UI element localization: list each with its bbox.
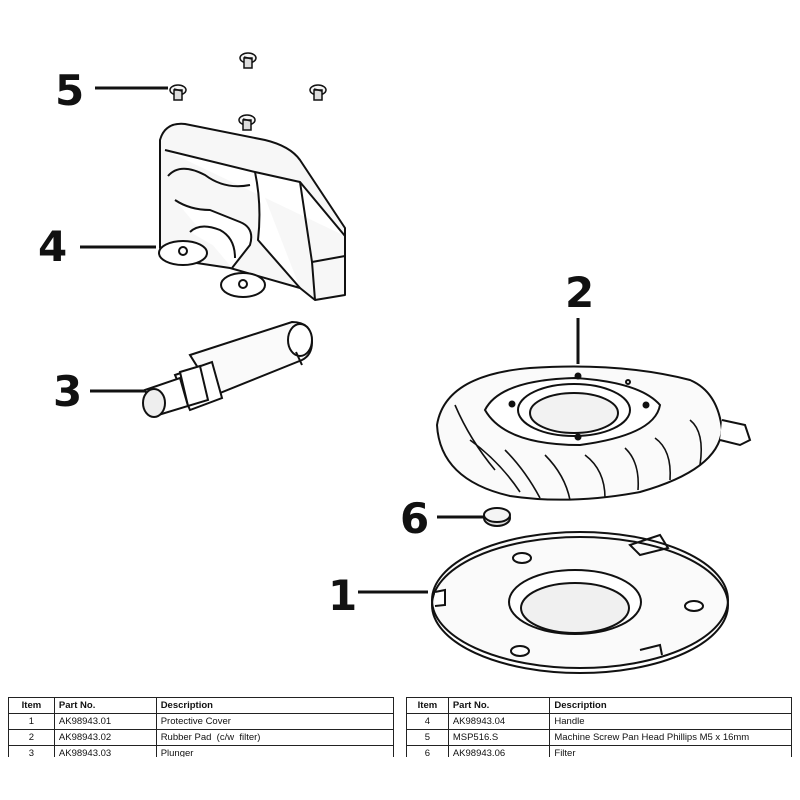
cell-item: 6: [406, 745, 449, 757]
parts-table-right: Item Part No. Description 4 AK98943.04 H…: [406, 697, 792, 757]
cell-description: Machine Screw Pan Head Phillips M5 x 16m…: [549, 729, 792, 746]
screw-icon: [309, 84, 327, 101]
column-header-description: Description: [549, 697, 792, 714]
rubber-pad-part: [435, 365, 752, 501]
table-header-row: Item Part No. Description: [406, 697, 792, 714]
table-row: 5 MSP516.S Machine Screw Pan Head Philli…: [406, 729, 792, 746]
screw-icon: [169, 84, 187, 101]
callout-5: 5: [55, 66, 85, 115]
table-row: 1 AK98943.01 Protective Cover: [8, 713, 395, 730]
table-row: 3 AK98943.03 Plunger: [8, 745, 395, 757]
cell-item: 5: [406, 729, 449, 746]
cell-part-no: AK98943.04: [447, 713, 551, 730]
cell-part-no: AK98943.06: [447, 745, 551, 757]
cell-part-no: AK98943.03: [53, 745, 157, 757]
cell-part-no: AK98943.02: [53, 729, 157, 746]
parts-tables: Item Part No. Description 1 AK98943.01 P…: [0, 697, 800, 757]
column-header-item: Item: [406, 697, 449, 714]
cell-item: 4: [406, 713, 449, 730]
screw-group: [169, 52, 327, 131]
cell-part-no: MSP516.S: [447, 729, 551, 746]
plunger-part: [142, 320, 314, 418]
filter-part: [483, 507, 511, 527]
leader-lines: [80, 86, 580, 594]
callout-4: 4: [38, 222, 68, 271]
exploded-diagram: [80, 52, 752, 674]
handle-part: [158, 122, 346, 301]
table-row: 2 AK98943.02 Rubber Pad (c/w filter): [8, 729, 395, 746]
cell-description: Filter: [549, 745, 792, 757]
screw-icon: [238, 114, 256, 131]
table-row: 6 AK98943.06 Filter: [406, 745, 792, 757]
cell-description: Handle: [549, 713, 792, 730]
cell-item: 2: [8, 729, 55, 746]
cell-item: 1: [8, 713, 55, 730]
column-header-part-no: Part No.: [447, 697, 551, 714]
callout-1: 1: [328, 571, 358, 620]
cell-item: 3: [8, 745, 55, 757]
callout-2: 2: [565, 268, 595, 317]
column-header-description: Description: [155, 697, 395, 714]
column-header-part-no: Part No.: [53, 697, 157, 714]
screw-icon: [239, 52, 257, 69]
table-row: 4 AK98943.04 Handle: [406, 713, 792, 730]
cell-part-no: AK98943.01: [53, 713, 157, 730]
column-header-item: Item: [8, 697, 55, 714]
parts-table-left: Item Part No. Description 1 AK98943.01 P…: [8, 697, 395, 757]
callout-3: 3: [53, 367, 83, 416]
cell-description: Protective Cover: [155, 713, 395, 730]
cell-description: Rubber Pad (c/w filter): [155, 729, 395, 746]
protective-cover-part: [431, 531, 729, 674]
cell-description: Plunger: [155, 745, 395, 757]
callout-6: 6: [400, 494, 430, 543]
table-header-row: Item Part No. Description: [8, 697, 395, 714]
